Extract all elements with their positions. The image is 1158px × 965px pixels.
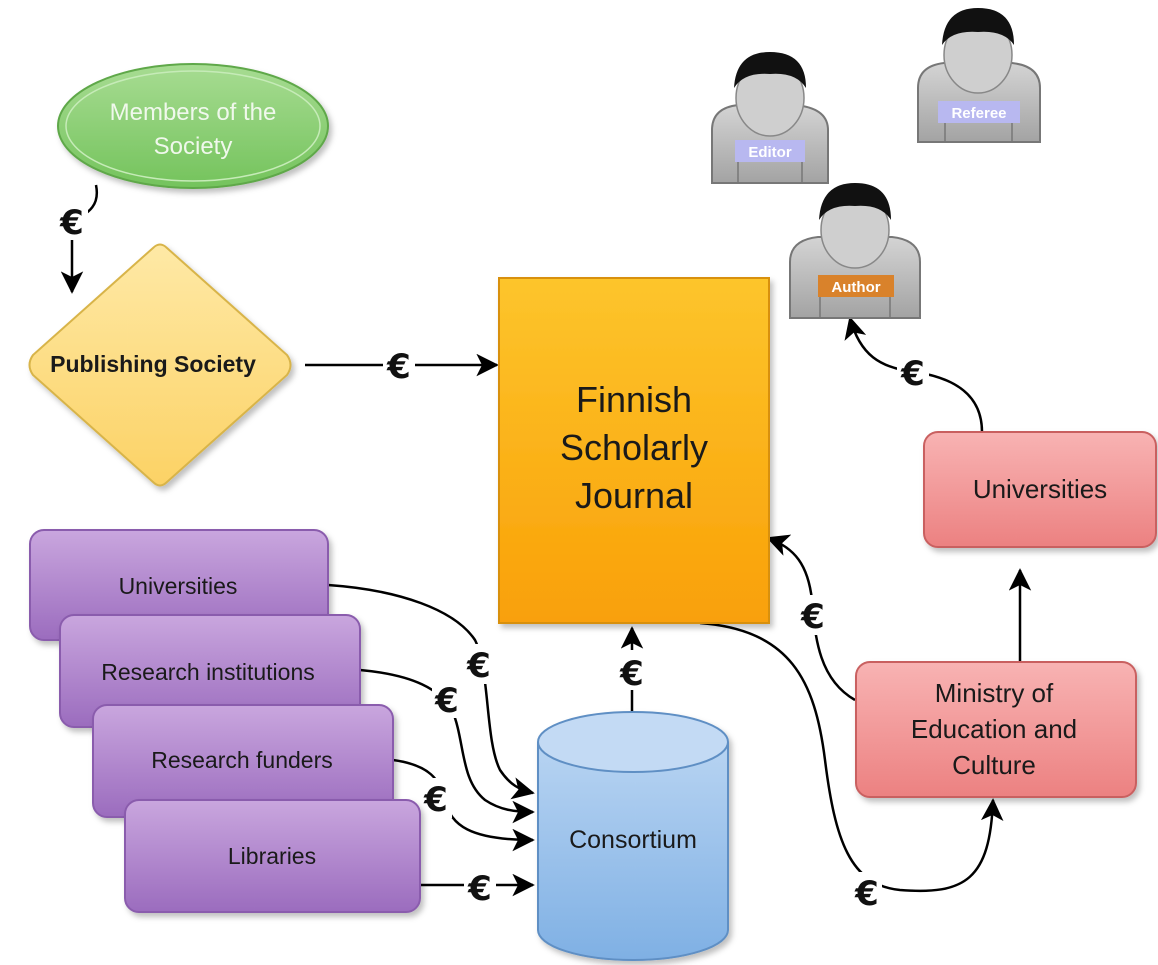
journal-label-line2: Scholarly	[560, 427, 708, 468]
arrow-research-institutions-to-consortium	[359, 668, 535, 824]
consortium-node	[537, 711, 729, 961]
euro-labels: € € € € € € € € € €	[56, 203, 929, 914]
libraries-node	[124, 799, 421, 913]
members-label-line1: Members of the	[110, 99, 277, 126]
euro-research-funders: €	[423, 780, 448, 820]
arrow-journal-to-ministry-loop	[699, 621, 1004, 893]
euro-members: €	[59, 203, 84, 243]
ministry-node	[855, 661, 1137, 798]
members-label-line2: Society	[154, 133, 233, 160]
universities-left-label: Universities	[119, 573, 238, 599]
ministry-label-line2: Education and	[911, 714, 1077, 744]
euro-ministry-loop: €	[854, 874, 879, 914]
euro-author: €	[900, 354, 925, 394]
research-institutions-label: Research institutions	[101, 659, 315, 685]
euro-research-institutions: €	[434, 681, 459, 721]
libraries-label: Libraries	[228, 843, 316, 869]
publishing-society-node	[28, 243, 292, 487]
euro-ministry-journal: €	[800, 597, 825, 637]
universities-right-node	[923, 431, 1157, 548]
consortium-label: Consortium	[569, 826, 697, 854]
euro-publishing: €	[386, 347, 411, 387]
author-label: Author	[831, 279, 880, 296]
journal-node	[498, 277, 770, 624]
ministry-label-line3: Culture	[952, 750, 1036, 780]
ministry-label-line1: Ministry of	[935, 678, 1054, 708]
editor-person-icon	[711, 52, 829, 184]
universities-right-label: Universities	[973, 474, 1107, 504]
referee-label: Referee	[951, 105, 1006, 122]
euro-libraries: €	[467, 869, 492, 909]
research-funders-label: Research funders	[151, 747, 333, 773]
journal-label-line1: Finnish	[576, 379, 692, 420]
euro-universities: €	[466, 646, 491, 686]
members-of-society-node	[57, 63, 329, 189]
euro-consortium: €	[619, 654, 644, 694]
editor-label: Editor	[748, 144, 791, 161]
author-person-icon	[789, 183, 921, 319]
publishing-society-label: Publishing Society	[50, 351, 256, 377]
journal-label-line3: Journal	[575, 475, 693, 516]
